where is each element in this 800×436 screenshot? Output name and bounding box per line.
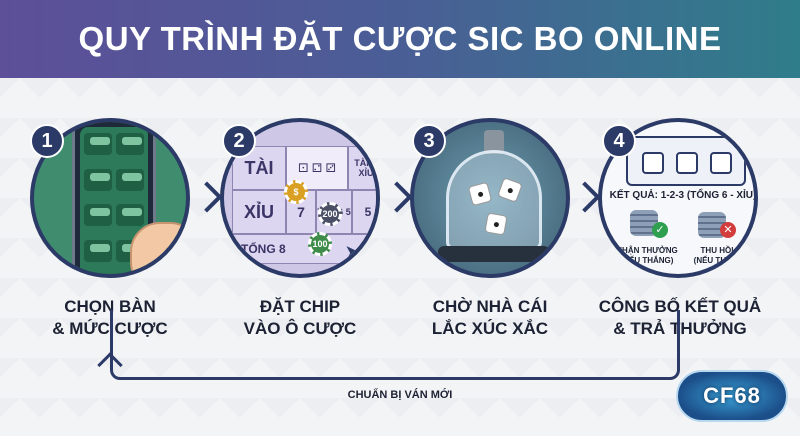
chip-200: 200 <box>318 202 342 226</box>
dice-2-icon <box>676 152 698 174</box>
hand-pointer-icon <box>130 222 186 274</box>
mini-table <box>116 204 144 226</box>
header-banner: QUY TRÌNH ĐẶT CƯỢC SIC BO ONLINE <box>0 0 800 78</box>
mini-table <box>84 239 112 262</box>
step-4-number: 4 <box>602 124 636 158</box>
mini-table <box>84 204 112 226</box>
bet-board: TÀI ⚀ ⚁ ⚂ TÀI & XỈU XỈU 7 TỔNG 5 5 TỔNG … <box>224 122 376 274</box>
mini-table <box>84 133 112 155</box>
glass-dome-icon <box>446 150 542 250</box>
result-window <box>626 136 746 186</box>
cursor-icon: ➤ <box>344 240 363 265</box>
brand-logo: CF68 <box>676 370 788 422</box>
dice-1-icon <box>642 152 664 174</box>
claw-icon <box>484 130 504 154</box>
logo-text: CF68 <box>703 383 761 408</box>
lose-label: THU HỒI (NẾU THUA) <box>693 246 741 265</box>
step-4-label: CÔNG BỐ KẾT QUẢ & TRẢ THƯỞNG <box>598 297 762 338</box>
mini-table <box>116 168 144 191</box>
dice-icon <box>484 212 508 236</box>
mini-table <box>84 168 112 191</box>
phone-screen <box>80 127 148 274</box>
return-loop-line <box>110 310 680 380</box>
bet-tai-xiu: TÀI & XỈU <box>348 146 376 190</box>
page-title: QUY TRÌNH ĐẶT CƯỢC SIC BO ONLINE <box>78 20 722 57</box>
step-3-number: 3 <box>412 124 446 158</box>
dome-base <box>438 246 550 262</box>
step-2-number: 2 <box>222 124 256 158</box>
step-4-illustration: KẾT QUẢ: 1-2-3 (TỔNG 6 - XỈU) ✓ ✕ NHẬN T… <box>598 118 758 278</box>
step-3-label: CHỜ NHÀ CÁI LẮC XÚC XẮC <box>431 297 549 338</box>
step-2-label: ĐẶT CHIP VÀO Ô CƯỢC <box>243 297 357 338</box>
chip-100: 100 <box>308 232 332 256</box>
result-text: KẾT QUẢ: 1-2-3 (TỔNG 6 - XỈU) <box>609 190 757 201</box>
win-label: NHẬN THƯỞNG (NẾU THẮNG) <box>616 246 678 265</box>
loop-label: CHUẨN BỊ VÁN MỚI <box>347 389 453 401</box>
cross-icon: ✕ <box>720 222 736 238</box>
check-icon: ✓ <box>652 222 668 238</box>
dice-3-icon <box>710 152 732 174</box>
mini-table <box>116 133 144 155</box>
bet-five: 5 <box>352 190 376 234</box>
step-3-illustration <box>410 118 570 278</box>
step-1-label: CHỌN BÀN & MỨC CƯỢC <box>52 297 168 338</box>
step-1-number: 1 <box>30 124 64 158</box>
chip-dollar: $ <box>284 180 308 204</box>
bet-tong8: TỔNG 8 <box>232 234 376 264</box>
bet-xiu: XỈU <box>232 190 286 234</box>
step-1-illustration <box>30 118 190 278</box>
